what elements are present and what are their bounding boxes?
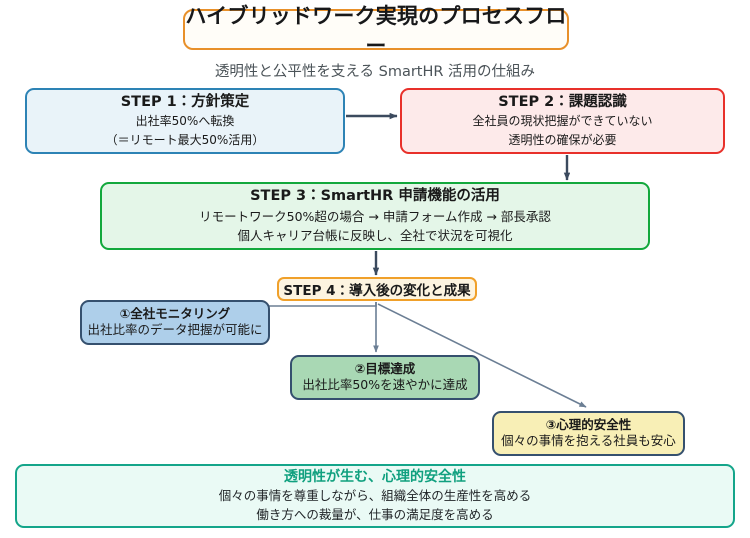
connector-step4-to-outcome1 (253, 302, 377, 309)
page-title: ハイブリッドワーク実現のプロセスフロー (183, 4, 569, 58)
step-3-line-2: 個人キャリア台帳に反映し、全社で状況を可視化 (237, 228, 513, 244)
summary-box: 透明性が生む、心理的安全性 個々の事情を尊重しながら、組織全体の生産性を高める … (15, 464, 735, 528)
outcome-2-heading: ②目標達成 (354, 361, 416, 377)
outcome-2-detail: 出社比率50%を速やかに達成 (302, 377, 468, 393)
step-3-box[interactable]: STEP 3：SmartHR 申請機能の活用 リモートワーク50%超の場合 → … (100, 182, 650, 250)
step-1-box[interactable]: STEP 1：方針策定 出社率50%へ転換 （＝リモート最大50%活用） (25, 88, 345, 154)
outcome-1-box[interactable]: ①全社モニタリング 出社比率のデータ把握が可能に (80, 300, 270, 345)
step-2-line-1: 全社員の現状把握ができていない (472, 114, 653, 129)
step-3-line-1: リモートワーク50%超の場合 → 申請フォーム作成 → 部長承認 (199, 208, 551, 224)
connector-step4-to-outcome3 (377, 303, 587, 408)
summary-line-2: 働き方への裁量が、仕事の満足度を高める (256, 506, 494, 522)
step-2-heading: STEP 2：課題認識 (498, 93, 627, 110)
step-1-heading: STEP 1：方針策定 (120, 93, 250, 110)
outcome-2-box[interactable]: ②目標達成 出社比率50%を速やかに達成 (290, 355, 480, 400)
page-title-text: ハイブリッドワーク実現のプロセスフロー (185, 3, 567, 58)
summary-line-1: 個々の事情を尊重しながら、組織全体の生産性を高める (218, 488, 532, 504)
outcome-1-detail: 出社比率のデータ把握が可能に (87, 322, 263, 338)
step-3-heading: STEP 3：SmartHR 申請機能の活用 (250, 188, 500, 205)
step-2-line-2: 透明性の確保が必要 (508, 133, 617, 148)
summary-heading: 透明性が生む、心理的安全性 (284, 468, 466, 485)
step-2-box[interactable]: STEP 2：課題認識 全社員の現状把握ができていない 透明性の確保が必要 (400, 88, 725, 154)
page-subtitle: 透明性と公平性を支える SmartHR 活用の仕組み (214, 64, 536, 80)
step-1-line-2: （＝リモート最大50%活用） (105, 133, 265, 148)
outcome-1-heading: ①全社モニタリング (119, 306, 231, 322)
step-4-box[interactable]: STEP 4：導入後の変化と成果 (277, 277, 477, 301)
outcome-3-detail: 個々の事情を抱える社員も安心 (501, 433, 676, 449)
outcome-3-box[interactable]: ③心理的安全性 個々の事情を抱える社員も安心 (492, 411, 685, 456)
outcome-3-heading: ③心理的安全性 (545, 417, 632, 433)
step-1-line-1: 出社率50%へ転換 (135, 114, 235, 129)
step-4-heading: STEP 4：導入後の変化と成果 (283, 283, 471, 299)
